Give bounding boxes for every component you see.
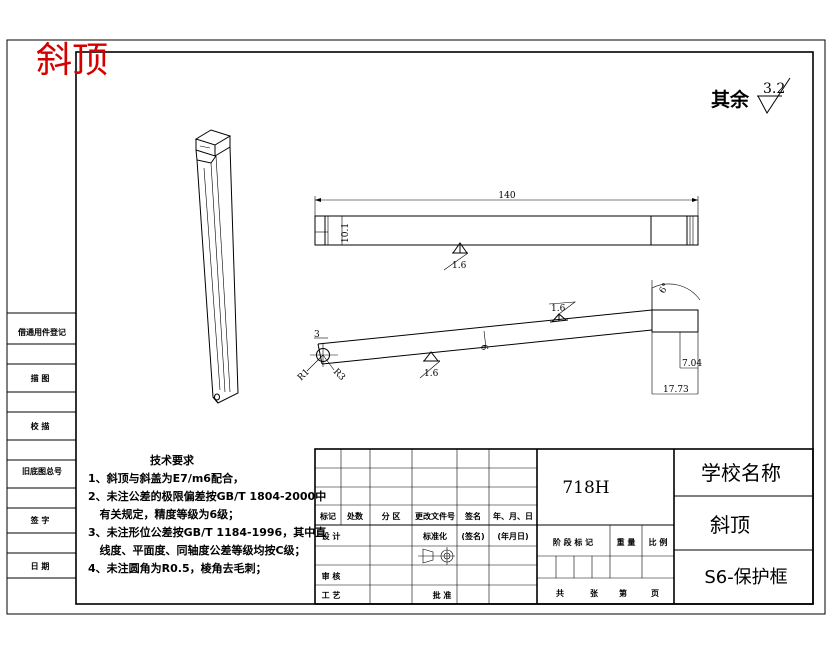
tech-line-5: 4、未注圆角为R0.5，棱角去毛刺； [88, 561, 267, 575]
top-view: 140 10.1 1.6 [314, 191, 699, 271]
tech-line-1: 2、未注公差的极限偏差按GB/T 1804-2000中 [88, 489, 326, 503]
material: 718H [562, 478, 609, 498]
left-strip-item-3: 旧底图总号 [22, 466, 62, 476]
rev-header-5: 年、月、日 [493, 511, 533, 521]
surface-note-prefix: 其余 [711, 88, 750, 111]
sheet-footer-1: 张 [590, 589, 599, 598]
drawing-number: S6-保护框 [704, 567, 787, 588]
sheet-footer-3: 页 [651, 589, 659, 598]
roughness-slope-top: 1.6 [551, 304, 566, 314]
dim-r1: R1 [296, 367, 312, 383]
title-block: 标记 处数 分 区 更改文件号 签名 年、月、日 设 计 标准化 (签名) (年… [314, 448, 814, 605]
roughness-symbol-icon [757, 77, 791, 114]
tech-line-3: 3、未注形位公差按GB/T 1184-1996，其中直 [88, 525, 326, 539]
school-name: 学校名称 [701, 461, 781, 485]
inner-frame [75, 51, 814, 605]
review-label: 审 核 [322, 571, 341, 581]
date-label: (年月日) [497, 531, 528, 541]
left-strip-item-4: 签 字 [30, 515, 50, 525]
sheet-footer-0: 共 [556, 588, 564, 598]
front-view: R1 R3 3 6 6° 7.04 17.73 1.6 1.6 [296, 280, 702, 395]
sheet-footer-2: 第 [619, 588, 627, 598]
left-strip-item-5: 日 期 [31, 561, 50, 571]
roughness-top-view: 1.6 [452, 261, 467, 271]
stage-header-0: 阶 段 标 记 [553, 537, 593, 547]
dim-step-w: 17.73 [663, 385, 689, 395]
dim-thickness: 6 [478, 344, 489, 352]
rev-header-3: 更改文件号 [415, 511, 455, 521]
dim-small-width: 3 [314, 330, 320, 340]
approve-label: 批 准 [433, 590, 452, 600]
left-strip-item-1: 描 图 [31, 373, 50, 383]
dim-height: 10.1 [341, 223, 351, 243]
isometric-view [194, 129, 239, 404]
rev-header-4: 签名 [464, 511, 481, 521]
signature-label: (签名) [461, 531, 484, 541]
tech-line-2: 有关规定，精度等级为6级； [88, 507, 239, 521]
stage-header-1: 重 量 [617, 537, 636, 547]
rev-header-2: 分 区 [382, 511, 401, 521]
surface-note: 其余 3.2 [711, 77, 791, 114]
roughness-slope-bottom: 1.6 [424, 369, 439, 379]
tech-title: 技术要求 [150, 453, 195, 467]
tech-line-4: 线度、平面度、同轴度公差等级均按C级； [88, 543, 306, 557]
tech-requirements: 技术要求 1、斜顶与斜盖为E7/m6配合， 2、未注公差的极限偏差按GB/T 1… [88, 453, 326, 575]
part-name: 斜顶 [710, 513, 750, 537]
dim-length: 140 [498, 191, 515, 201]
design-label: 设 计 [322, 531, 341, 541]
standardization-label: 标准化 [422, 531, 447, 541]
process-label: 工 艺 [322, 590, 341, 600]
projection-symbol-icon [418, 547, 455, 565]
outer-border [6, 39, 826, 615]
rev-header-1: 处数 [346, 511, 364, 521]
surface-note-roughness: 3.2 [763, 81, 785, 97]
tech-line-0: 1、斜顶与斜盖为E7/m6配合， [88, 471, 244, 485]
stamp-title: 斜顶 [36, 40, 108, 81]
left-strip: 借通用件登记 描 图 校 描 旧底图总号 签 字 日 期 [7, 312, 76, 579]
left-strip-item-0: 借通用件登记 [17, 327, 66, 337]
left-strip-item-2: 校 描 [31, 421, 50, 431]
dim-step-h: 7.04 [682, 359, 702, 369]
stage-header-2: 比 例 [649, 537, 668, 547]
rev-header-0: 标记 [319, 511, 336, 521]
dim-angle: 6° [658, 282, 672, 296]
